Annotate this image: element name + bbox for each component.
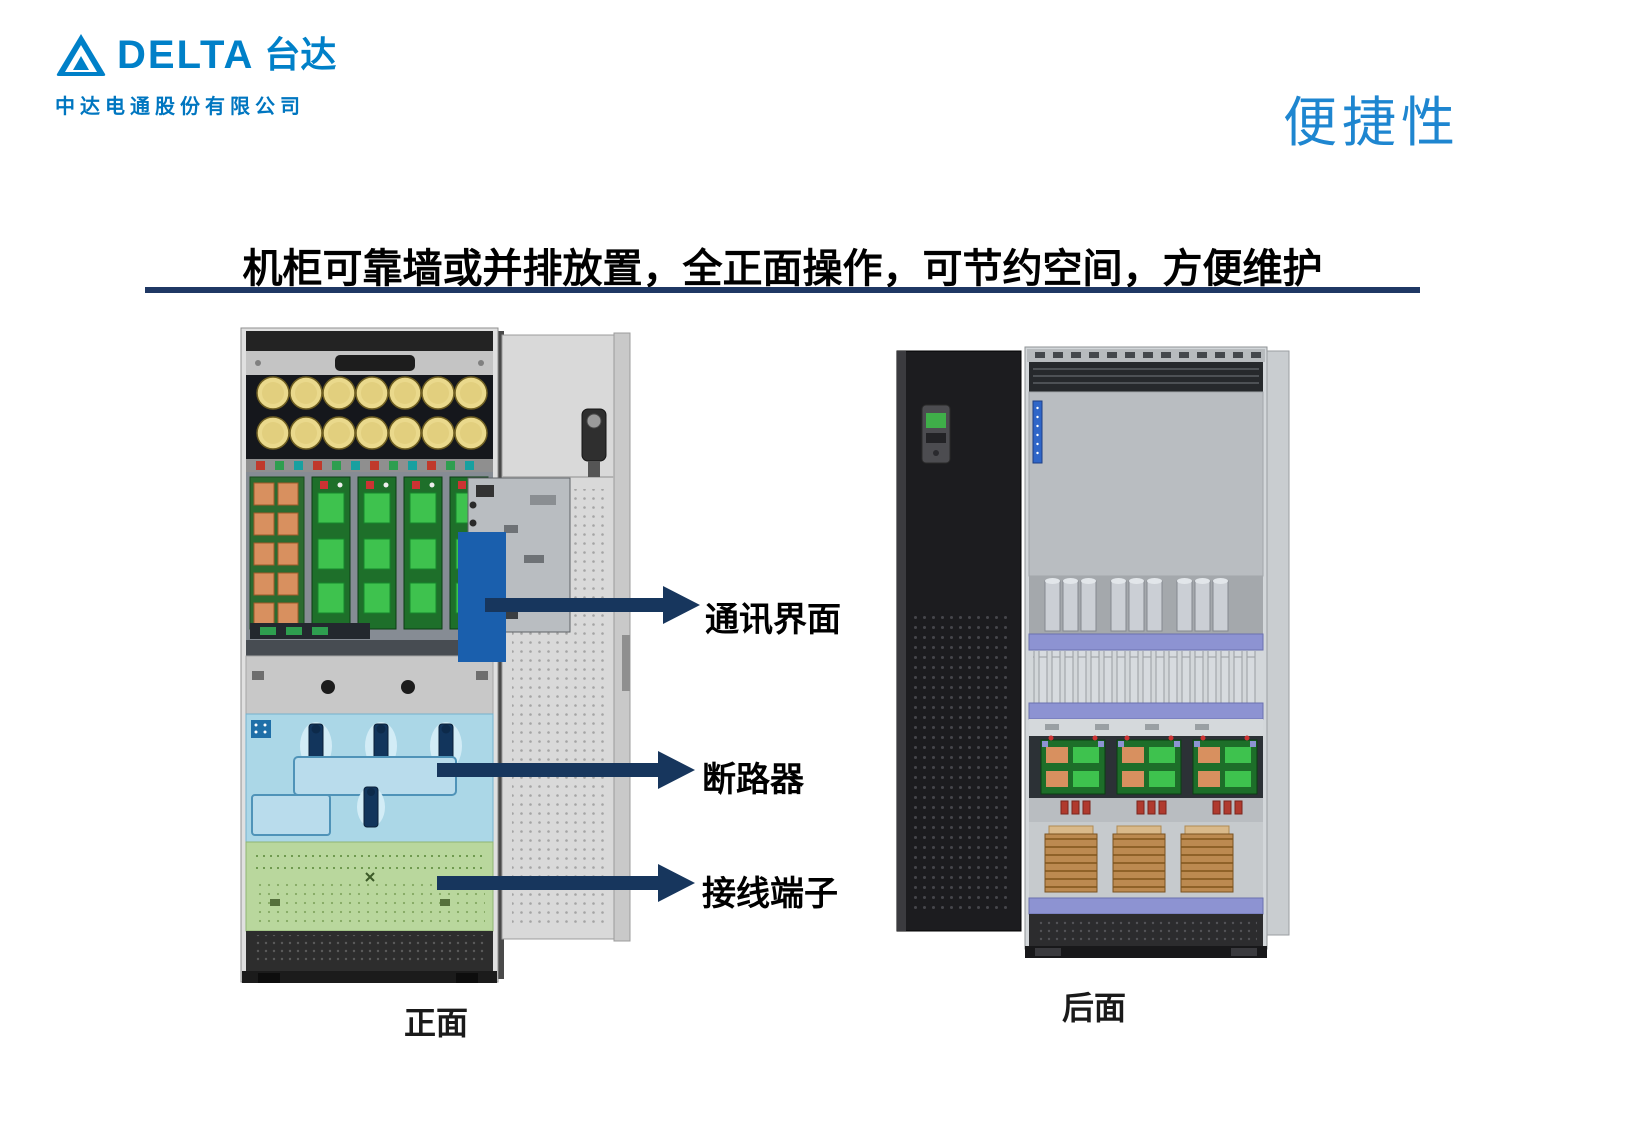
delta-logo-icon xyxy=(56,34,106,76)
front-top-vent xyxy=(246,331,493,375)
company-name: 中达电通股份有限公司 xyxy=(55,96,305,118)
back-cabinet xyxy=(895,345,1293,963)
delta-logo: DELTA 台达 中达电通股份有限公司 xyxy=(55,32,336,119)
page-title: 便捷性 xyxy=(1283,93,1460,153)
rear-door xyxy=(896,350,1022,932)
front-control-panel xyxy=(245,655,494,715)
terminal-arrow-icon xyxy=(437,863,695,903)
front-cabinet-illustration xyxy=(240,327,631,983)
callout-terminal-label: 接线端子 xyxy=(702,875,838,913)
callout-comm-label: 通讯界面 xyxy=(705,601,841,639)
comm-interface-highlight xyxy=(458,532,506,662)
caption-front: 正面 xyxy=(403,1005,468,1041)
callout-breaker-label: 断路器 xyxy=(702,761,804,799)
comm-arrow-icon xyxy=(485,585,700,625)
side-door-latch-icon xyxy=(581,408,607,477)
front-cabinet xyxy=(240,325,632,985)
rear-capacitors xyxy=(1029,576,1263,634)
front-capacitor-bank xyxy=(246,375,493,459)
front-pcb-modules xyxy=(246,472,493,640)
caption-back: 后面 xyxy=(1061,990,1126,1026)
front-base xyxy=(242,931,497,983)
rear-transformers xyxy=(1029,822,1263,898)
headline: 机柜可靠墙或并排放置，全正面操作，可节约空间，方便维护 xyxy=(242,247,1323,291)
brand-cn-text: 台达 xyxy=(264,34,337,75)
headline-underline xyxy=(145,287,1420,293)
front-relay-row xyxy=(246,459,493,472)
rear-pcb-modules xyxy=(1029,735,1263,798)
back-cabinet-illustration xyxy=(896,346,1290,958)
breaker-arrow-icon xyxy=(437,750,695,790)
rear-internals xyxy=(1024,346,1290,958)
rear-display-unit xyxy=(921,404,951,464)
front-breaker-section xyxy=(245,713,494,843)
front-main-body xyxy=(240,327,499,983)
brand-text: DELTA xyxy=(117,33,255,77)
rear-base xyxy=(1025,914,1267,958)
